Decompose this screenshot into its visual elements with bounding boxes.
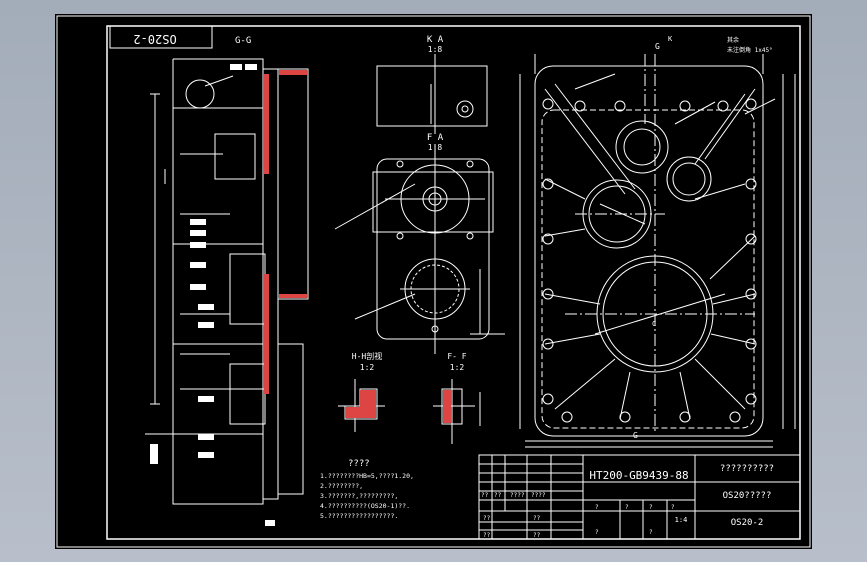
section-gg-label: G-G [235,36,251,46]
svg-text:??: ?? [481,492,489,499]
title-block-cells: ?? ?? ???? ???? ?? ?? ?? ?? ? ? ? ? ? ? [481,492,675,539]
flipped-code-box [109,25,213,49]
roughness-note-2: 未注倒角 1x45° [727,46,773,54]
svg-text:?: ? [595,504,599,511]
svg-text:????: ???? [531,492,546,499]
view-fa-label: F A [427,133,444,143]
part-name-text: ?????????? [720,464,774,474]
gg-dimension-tags [150,64,275,526]
svg-text:??: ?? [533,515,541,522]
tech-req-title: ???? [348,459,370,469]
svg-text:?: ? [649,504,653,511]
section-hatch-red [264,70,307,394]
inner-frame [106,25,801,540]
svg-text:????: ???? [510,492,525,499]
view-fa [334,144,505,354]
assembly-name-text: OS20????? [723,491,772,501]
section-ff-label: F- F [447,352,466,361]
svg-text:??: ?? [494,492,502,499]
section-ff-scale: 1:2 [450,363,465,372]
section-hh-scale: 1:2 [360,363,375,372]
label-g-top: G [655,42,660,51]
tech-req-line-2: 2.????????, [320,482,363,490]
scale-text: 1:4 [675,516,688,524]
roughness-note-1: 其余 [727,36,739,44]
outer-frame [56,15,811,548]
label-c: C [652,320,656,328]
drawing-sheet: OS20-2 G-G [55,14,812,549]
drawing-number-text: OS20-2 [731,518,764,528]
view-ka-scale: 1:8 [428,45,443,54]
tech-req-line-5: 5.?????????????????. [320,512,398,520]
view-ka-label: K A [427,35,444,45]
svg-text:?: ? [671,504,675,511]
section-ff [433,379,481,444]
view-ka [376,54,488,134]
section-ff-hatch [443,390,451,423]
label-g-bottom: G [633,431,638,440]
label-k: K [668,35,673,43]
svg-text:?: ? [595,529,599,536]
section-hh-hatch [346,390,376,418]
material-text: HT200-GB9439-88 [589,469,688,482]
housing-main-view [519,54,796,448]
svg-text:?: ? [625,504,629,511]
svg-text:??: ?? [483,532,491,539]
section-hh-label: H-H剖视 [352,351,382,361]
title-block [478,454,801,540]
cad-drawing: OS20-2 G-G [56,15,811,548]
section-gg-view [145,58,309,505]
tech-req-line-4: 4.??????????(OS20-1)??. [320,502,410,510]
flipped-code-text: OS20-2 [133,32,176,46]
tech-req-line-1: 1.????????HB=5,????1.20, [320,472,414,480]
svg-text:??: ?? [533,532,541,539]
svg-text:??: ?? [483,515,491,522]
tech-req-line-3: 3.???????,?????????, [320,492,398,500]
svg-text:?: ? [649,529,653,536]
